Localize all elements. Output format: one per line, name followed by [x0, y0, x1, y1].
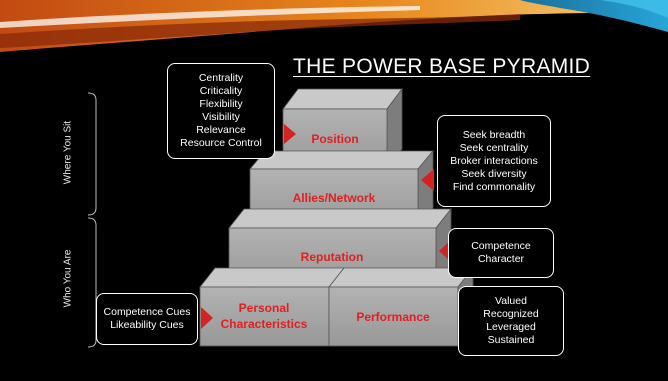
block-personal-characteristics: Personal Characteristics	[199, 267, 345, 347]
callout-position-item: Visibility	[202, 111, 240, 123]
callout-personal: Competence Cues Likeability Cues	[96, 293, 198, 345]
callout-allies-item: Seek diversity	[461, 167, 527, 180]
block-label-allies: Allies/Network	[293, 191, 376, 205]
bracket-who-you-are	[87, 217, 97, 348]
bracket-where-you-sit	[87, 92, 97, 216]
callout-personal-item: Likeability Cues	[110, 319, 184, 331]
arrow-allies	[421, 169, 434, 191]
callout-reputation: Competence Character	[448, 228, 554, 278]
block-label-personal-line1: Personal	[239, 301, 290, 315]
callout-allies-item: Find commonality	[452, 180, 536, 193]
callout-personal-item: Competence Cues	[103, 306, 191, 318]
callout-performance-item: Sustained	[487, 334, 535, 346]
header-swoosh	[0, 0, 668, 52]
side-label-who-you-are: Who You Are	[62, 249, 74, 308]
callout-performance-item: Leveraged	[486, 321, 536, 333]
side-label-where-you-sit: Where You Sit	[62, 120, 74, 185]
callout-reputation-item: Character	[477, 253, 525, 265]
callout-performance-item: Valued	[495, 295, 527, 307]
callout-position-item: Resource Control	[180, 137, 262, 149]
callout-allies: Seek breadth Seek centrality Broker inte…	[437, 115, 551, 207]
callout-position-item: Relevance	[196, 124, 246, 136]
block-label-personal-line2: Characteristics	[221, 317, 308, 331]
callout-allies-item: Seek centrality	[459, 141, 529, 154]
callout-performance: Valued Recognized Leveraged Sustained	[458, 286, 564, 356]
callout-position-item: Centrality	[198, 72, 244, 84]
arrow-position	[284, 124, 296, 144]
callout-allies-item: Seek breadth	[462, 128, 526, 141]
callout-position-item: Flexibility	[199, 98, 243, 110]
callout-allies-item: Broker interactions	[450, 154, 538, 167]
callout-position-item: Criticality	[199, 85, 243, 97]
block-label-performance: Performance	[356, 310, 430, 324]
block-performance: Performance	[328, 266, 474, 348]
block-label-position: Position	[311, 132, 358, 146]
page-title: THE POWER BASE PYRAMID	[293, 55, 591, 78]
arrow-personal	[201, 307, 213, 329]
block-label-reputation: Reputation	[301, 250, 364, 264]
callout-position: Centrality Criticality Flexibility Visib…	[167, 63, 275, 159]
callout-reputation-item: Competence	[471, 240, 531, 252]
callout-performance-item: Recognized	[483, 308, 539, 320]
